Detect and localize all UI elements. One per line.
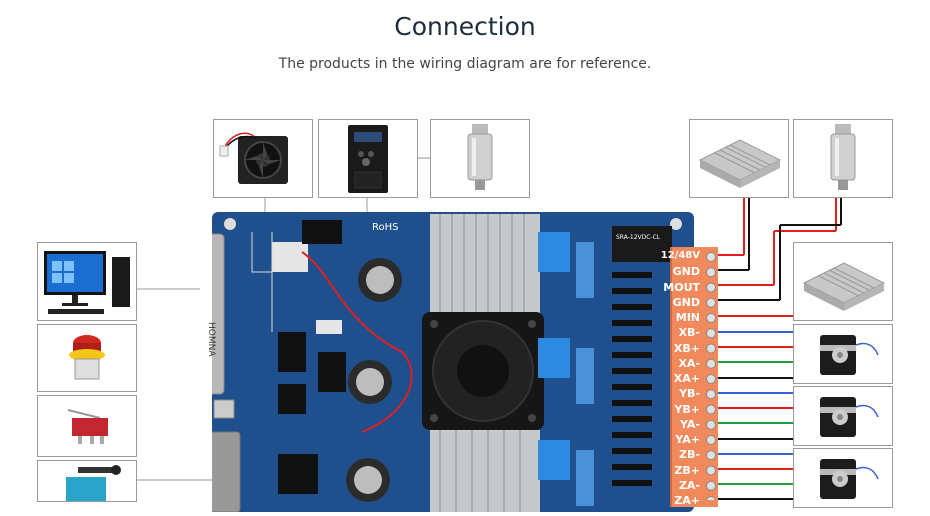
terminal-pin-label: YB+ <box>674 402 700 416</box>
limit-switch-icon <box>67 409 108 444</box>
page-subtitle: The products in the wiring diagram are f… <box>278 56 652 72</box>
limit-switch-box-2 <box>37 460 137 502</box>
spindle-icon <box>830 124 856 190</box>
power-supply-box-right <box>793 242 893 321</box>
stepper-motor-y-box <box>793 386 893 446</box>
computer-box <box>37 242 137 321</box>
terminal-pin-label: XB- <box>678 326 700 340</box>
spindle-icon <box>467 124 493 190</box>
estop-icon <box>69 335 105 380</box>
terminal-pin-label: YB- <box>679 387 700 401</box>
power-supply-icon <box>802 262 886 311</box>
terminal-pin-label: MIN <box>675 311 700 324</box>
stepper-motor-z-box <box>793 448 893 508</box>
inverter-icon <box>348 125 388 193</box>
terminal-pin-label: 12/48V <box>660 250 700 261</box>
computer-icon <box>44 251 130 314</box>
terminal-pin-label: YA+ <box>675 433 700 446</box>
fan-box <box>213 119 313 198</box>
terminal-pin-label: GND <box>672 295 700 309</box>
controller-board: RoHS SRA-12VDC-CL HOMNA <box>193 212 694 513</box>
terminal-pin-label: XA- <box>678 356 700 370</box>
spindle-box-top <box>430 119 530 198</box>
terminal-pin-label: ZB+ <box>674 463 700 477</box>
stepper-motor-icon <box>820 397 879 437</box>
stepper-motor-icon <box>820 335 879 375</box>
terminal-pin-label: ZA+ <box>674 494 700 507</box>
terminal-pin-label: ZB- <box>679 448 700 462</box>
limit-switch-icon <box>66 465 121 501</box>
relay-label: SRA-12VDC-CL <box>616 234 661 241</box>
brand-label: HOMNA <box>206 322 216 357</box>
spindle-box-right <box>793 119 893 198</box>
terminal-pin-label: MOUT <box>663 280 700 294</box>
terminal-pin-label: ZA- <box>678 478 700 492</box>
rohs-label: RoHS <box>372 222 399 233</box>
terminal-pin-label: XA+ <box>673 372 700 385</box>
stepper-motor-icon <box>820 459 879 499</box>
terminal-pin-label: GND <box>672 265 700 279</box>
estop-box <box>37 324 137 392</box>
power-supply-icon <box>698 139 782 188</box>
stepper-motor-x-box <box>793 324 893 384</box>
board-graphics <box>193 214 682 513</box>
terminal-pin-label: XB+ <box>673 341 700 355</box>
limit-switch-box <box>37 395 137 457</box>
inverter-box <box>318 119 418 198</box>
power-supply-box-top <box>689 119 789 198</box>
page-title: Connection <box>394 12 536 41</box>
terminal-pin-label: YA- <box>680 417 700 431</box>
fan-icon <box>219 132 288 184</box>
